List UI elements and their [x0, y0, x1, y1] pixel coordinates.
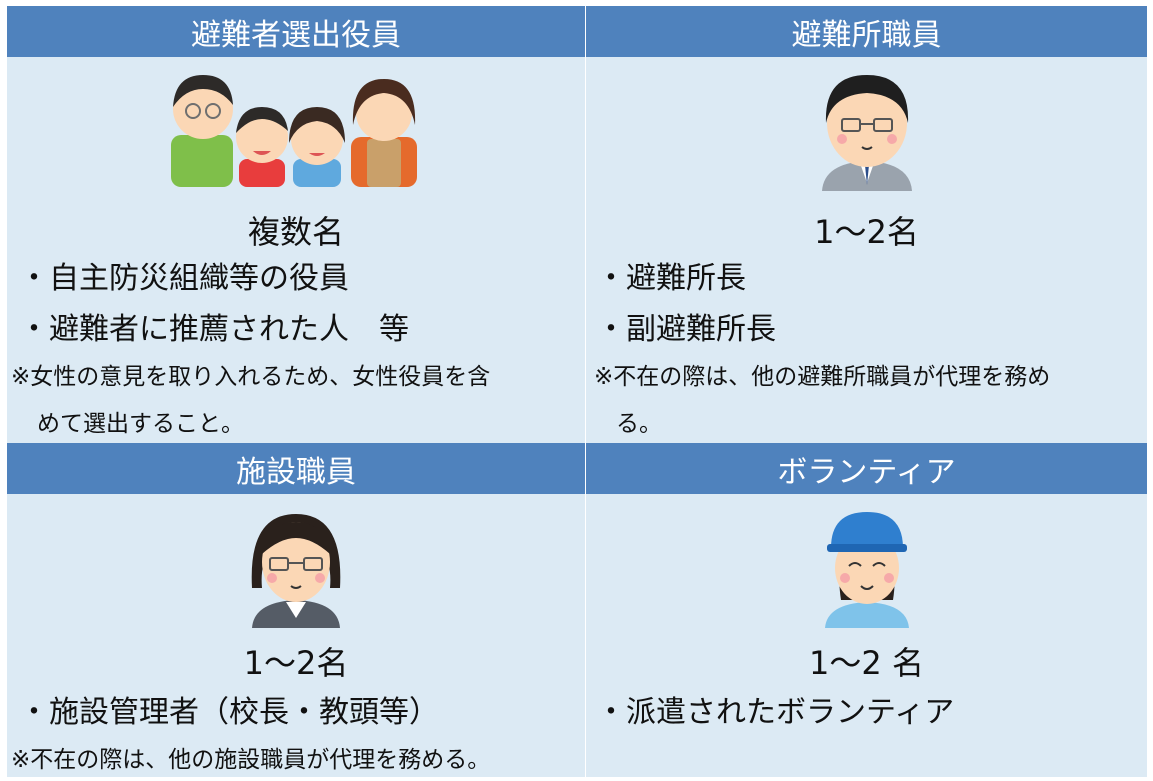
header-evacuee-officers: 避難者選出役員 [7, 6, 586, 57]
role-item: ・副避難所長 [596, 312, 776, 347]
header-label: 施設職員 [236, 454, 356, 490]
volunteer-illustration-icon [824, 512, 909, 628]
header-label: ボランティア [777, 454, 956, 490]
role-item: ・避難所長 [596, 261, 746, 296]
note-line: ※不在の際は、他の避難所職員が代理を務め [594, 364, 1051, 390]
male-staff-illustration-icon [821, 75, 912, 191]
role-item: ・施設管理者（校長・教頭等） [19, 695, 439, 730]
header-volunteers: ボランティア [586, 443, 1147, 494]
member-count: 1～2名 [243, 644, 349, 682]
note-line: ※不在の際は、他の施設職員が代理を務める。 [11, 747, 491, 773]
card-facility-staff: 1～2名 ・施設管理者（校長・教頭等） ※不在の際は、他の施設職員が代理を務める… [7, 494, 586, 777]
role-item: ・派遣されたボランティア [596, 695, 955, 730]
card-shelter-staff: 1～2名 ・避難所長 ・副避難所長 ※不在の際は、他の避難所職員が代理を務め る… [586, 57, 1147, 443]
header-facility-staff: 施設職員 [7, 443, 586, 494]
card-evacuee-officers: 複数名 ・自主防災組織等の役員 ・避難者に推薦された人 等 ※女性の意見を取り入… [7, 57, 586, 443]
roles-table: 避難者選出役員 避難所職員 複数名 [7, 6, 1147, 777]
member-count: 1～2 名 [809, 644, 924, 682]
role-item: ・避難者に推薦された人 等 [19, 312, 409, 347]
card-volunteers: 1～2 名 ・派遣されたボランティア [586, 494, 1147, 777]
member-count: 複数名 [247, 213, 344, 251]
family-illustration-icon [171, 75, 417, 187]
member-count: 1～2名 [814, 213, 919, 251]
header-label: 避難者選出役員 [191, 17, 401, 53]
header-shelter-staff: 避難所職員 [586, 6, 1147, 57]
note-line: めて選出すること。 [37, 411, 244, 437]
note-line: ※女性の意見を取り入れるため、女性役員を含 [11, 364, 491, 390]
header-label: 避難所職員 [791, 17, 942, 53]
role-item: ・自主防災組織等の役員 [19, 261, 349, 296]
note-line: る。 [616, 411, 662, 437]
female-staff-illustration-icon [251, 514, 341, 628]
